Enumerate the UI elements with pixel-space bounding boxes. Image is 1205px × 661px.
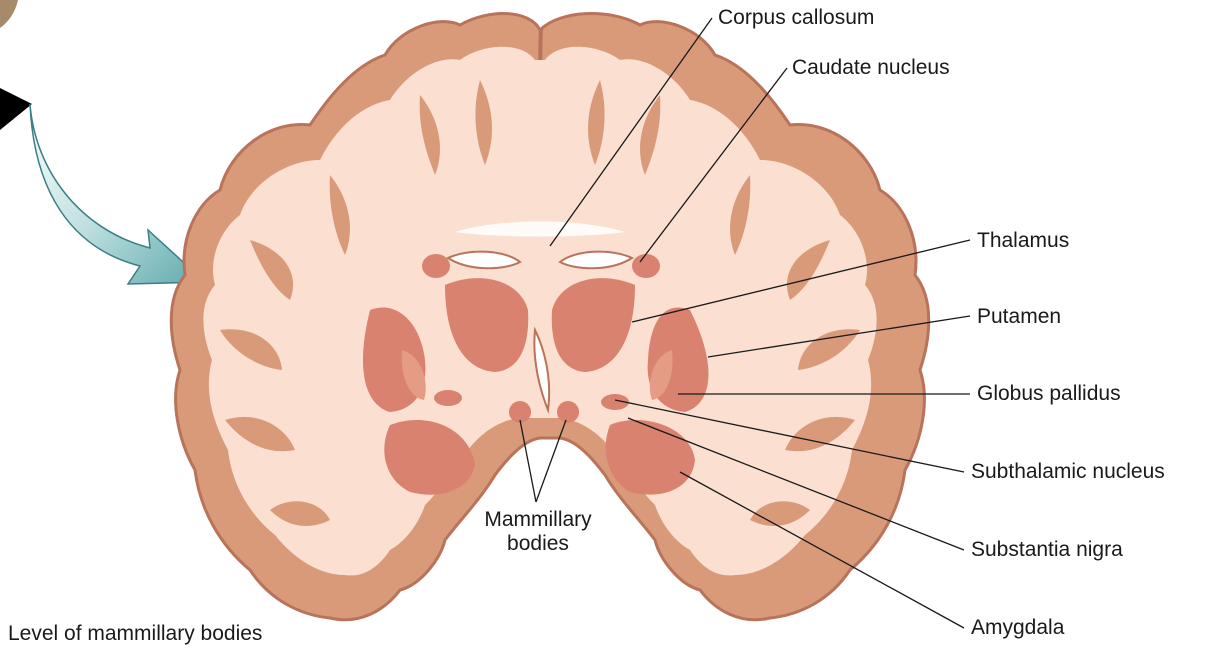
label-caudate-nucleus: Caudate nucleus — [792, 56, 950, 80]
label-globus-pallidus: Globus pallidus — [977, 382, 1121, 406]
label-putamen: Putamen — [977, 305, 1061, 329]
figure-caption: Level of mammillary bodies — [8, 622, 262, 646]
label-thalamus: Thalamus — [977, 229, 1069, 253]
label-substantia-nigra: Substantia nigra — [971, 538, 1123, 562]
label-corpus-callosum: Corpus callosum — [718, 6, 874, 30]
caudate-right — [632, 254, 660, 278]
label-mammillary-line1: Mammillary — [468, 508, 608, 532]
mammillary-body-right — [557, 401, 579, 423]
label-amygdala: Amygdala — [971, 616, 1064, 640]
label-mammillary-line2: bodies — [468, 532, 608, 556]
curved-arrow-icon — [30, 104, 205, 284]
subthalamic-left — [434, 390, 462, 406]
mammillary-body-left — [509, 401, 531, 423]
pointer-triangle-icon — [0, 88, 32, 130]
corner-fragment — [0, 0, 18, 28]
label-mammillary-bodies: Mammillary bodies — [468, 508, 608, 556]
caudate-left — [422, 254, 450, 278]
label-subthalamic-nucleus: Subthalamic nucleus — [971, 460, 1165, 484]
